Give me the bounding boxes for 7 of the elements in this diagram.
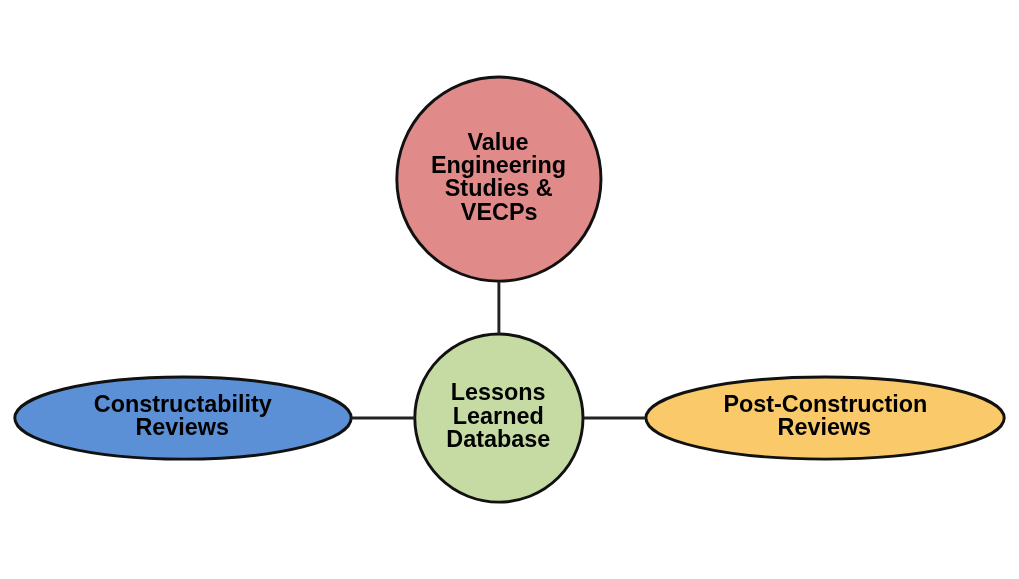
connector bbox=[583, 416, 646, 420]
node-circle: Lessons Learned Database bbox=[413, 332, 585, 504]
node-ellipse: Post-Construction Reviews bbox=[644, 375, 1006, 461]
node-circle: Value Engineering Studies & VECPs bbox=[395, 75, 603, 283]
node-ellipse: Constructability Reviews bbox=[13, 375, 353, 461]
connector bbox=[497, 281, 501, 334]
connector bbox=[351, 416, 415, 420]
